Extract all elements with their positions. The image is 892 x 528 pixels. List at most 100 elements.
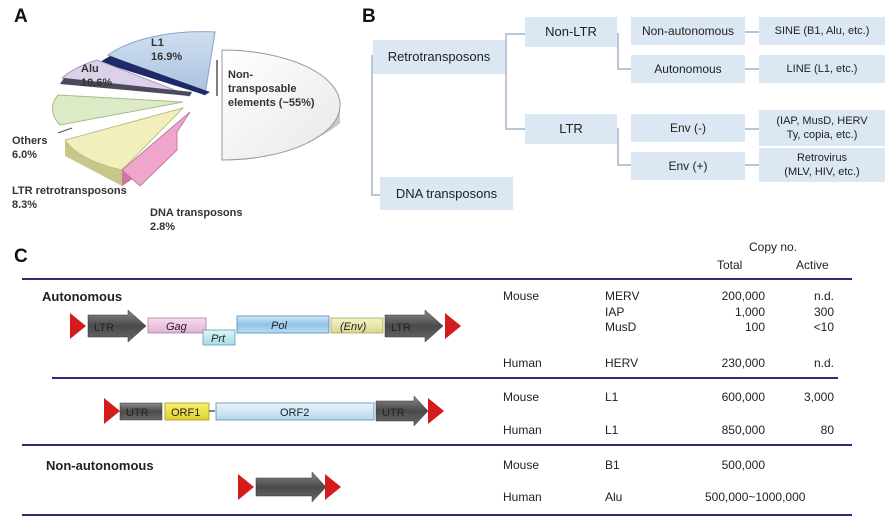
- tree-connector: [745, 31, 759, 33]
- utr-right-arrow: [375, 395, 429, 427]
- row-total: 850,000: [721, 423, 765, 437]
- panel-label-c: C: [14, 246, 28, 267]
- row-active: 80: [820, 423, 834, 437]
- row-element: L1: [605, 390, 619, 404]
- header-copy-no: Copy no.: [749, 240, 798, 254]
- table-rule-bottom: [22, 514, 852, 516]
- group-label-non-autonomous: Non-autonomous: [46, 458, 154, 473]
- orf1-label: ORF1: [171, 407, 200, 419]
- table-rule-2: [22, 444, 852, 446]
- row-species: Human: [503, 423, 542, 437]
- tree-node-retrovirus-line1: Retrovirus: [796, 152, 848, 164]
- red-triangle-icon: [70, 313, 86, 339]
- tree-node-ltr-elements-line2: Ty, copia, etc.): [786, 129, 858, 141]
- tree-connector: [371, 194, 383, 196]
- pie-slice-nte: [221, 49, 341, 161]
- row-element: B1: [605, 458, 620, 472]
- row-species: Human: [503, 356, 542, 370]
- tree-node-autonomous: Autonomous: [631, 55, 745, 83]
- tree-node-non-autonomous: Non-autonomous: [631, 17, 745, 45]
- tree-node-ltr-elements-line1: (IAP, MusD, HERV: [776, 115, 868, 127]
- pie-label-dna: DNA transposons 2.8%: [150, 206, 243, 234]
- pie-slice-dna: [121, 111, 191, 187]
- pie-label-nte-1: Non-: [228, 69, 254, 81]
- pie-label-nte: Non- transposable elements (~55%): [228, 68, 315, 110]
- pie-slice-l1: [106, 31, 216, 96]
- tree-connector: [617, 33, 619, 70]
- utr-right-label: UTR: [382, 407, 405, 419]
- pie-label-ltr-name: LTR retrotransposons: [12, 185, 127, 197]
- pie-label-l1-pct: 16.9%: [151, 51, 183, 63]
- pie-label-l1-name: L1: [151, 37, 164, 49]
- row-active: n.d.: [813, 289, 834, 303]
- red-triangle-icon: [238, 474, 254, 500]
- utr-left-label: UTR: [126, 407, 149, 419]
- env-label: (Env): [340, 321, 367, 333]
- pie-slice-ltr: [64, 107, 185, 171]
- row-species: Mouse: [503, 458, 540, 472]
- tree-node-ltr-elements: (IAP, MusD, HERV Ty, copia, etc.): [759, 110, 885, 146]
- leader-line-others: [57, 127, 73, 134]
- pie-label-l1: L1 16.9%: [151, 36, 182, 64]
- row-species: Mouse: [503, 289, 540, 303]
- row-active: 300: [813, 305, 834, 319]
- row-active: <10: [813, 320, 834, 334]
- tree-node-env-minus: Env (-): [631, 114, 745, 142]
- pie-label-dna-name: DNA transposons: [150, 207, 243, 219]
- ltr-left-label: LTR: [94, 322, 114, 334]
- pie-slice-l1-dark: [100, 56, 210, 95]
- panel-label-b: B: [362, 6, 376, 27]
- tree-connector: [505, 33, 507, 130]
- sine-arrow: [255, 471, 327, 503]
- row-total: 1,000: [734, 305, 765, 319]
- pie-label-dna-pct: 2.8%: [150, 221, 176, 233]
- utr-left-segment: [119, 402, 163, 421]
- ltr-right-label: LTR: [391, 322, 411, 334]
- header-active: Active: [796, 258, 829, 272]
- tree-connector: [505, 128, 525, 130]
- row-active: 3,000: [803, 390, 834, 404]
- orf2-segment: [215, 402, 375, 421]
- l1-element-diagram: UTR ORF1 ORF2 UTR: [104, 395, 444, 427]
- row-active: n.d.: [813, 356, 834, 370]
- tree-node-env-plus: Env (+): [631, 152, 745, 180]
- tree-node-dna-transposons: DNA transposons: [380, 177, 513, 210]
- tree-node-ltr: LTR: [525, 114, 617, 144]
- pol-label: Pol: [271, 320, 287, 332]
- ltr-right-arrow: [384, 309, 444, 343]
- tree-connector: [745, 68, 759, 70]
- red-triangle-icon: [104, 398, 120, 424]
- row-species: Mouse: [503, 390, 540, 404]
- row-total: 500,000~1000,000: [705, 490, 806, 504]
- row-total: 600,000: [721, 390, 765, 404]
- row-total: 500,000: [721, 458, 765, 472]
- panel-label-a: A: [14, 6, 28, 27]
- ltr-left-arrow: [87, 309, 147, 343]
- tree-connector: [371, 55, 373, 196]
- row-element: IAP: [605, 305, 625, 319]
- gag-segment: [147, 317, 207, 334]
- row-total: 100: [744, 320, 765, 334]
- tree-node-sine: SINE (B1, Alu, etc.): [759, 17, 885, 45]
- prt-label: Prt: [211, 333, 226, 345]
- red-triangle-icon: [428, 398, 444, 424]
- pie-label-alu-pct: 10.6%: [81, 77, 113, 89]
- pie-label-others-pct: 6.0%: [12, 149, 38, 161]
- row-species: Human: [503, 490, 542, 504]
- header-total: Total: [717, 258, 743, 272]
- pie-slice-alu-dark: [60, 78, 192, 96]
- row-element: MERV: [605, 289, 640, 303]
- row-total: 200,000: [721, 289, 765, 303]
- row-element: MusD: [605, 320, 637, 334]
- pol-segment: [236, 315, 330, 334]
- tree-node-retrovirus-line2: (MLV, HIV, etc.): [784, 166, 860, 178]
- table-rule-top: [22, 278, 852, 280]
- group-label-autonomous: Autonomous: [42, 289, 123, 304]
- tree-node-retrotransposons: Retrotransposons: [373, 40, 505, 74]
- row-total: 230,000: [721, 356, 765, 370]
- tree-connector: [745, 128, 759, 130]
- tree-node-non-ltr: Non-LTR: [525, 17, 617, 47]
- pie-label-ltr: LTR retrotransposons 8.3%: [12, 184, 127, 212]
- tree-connector: [617, 68, 631, 70]
